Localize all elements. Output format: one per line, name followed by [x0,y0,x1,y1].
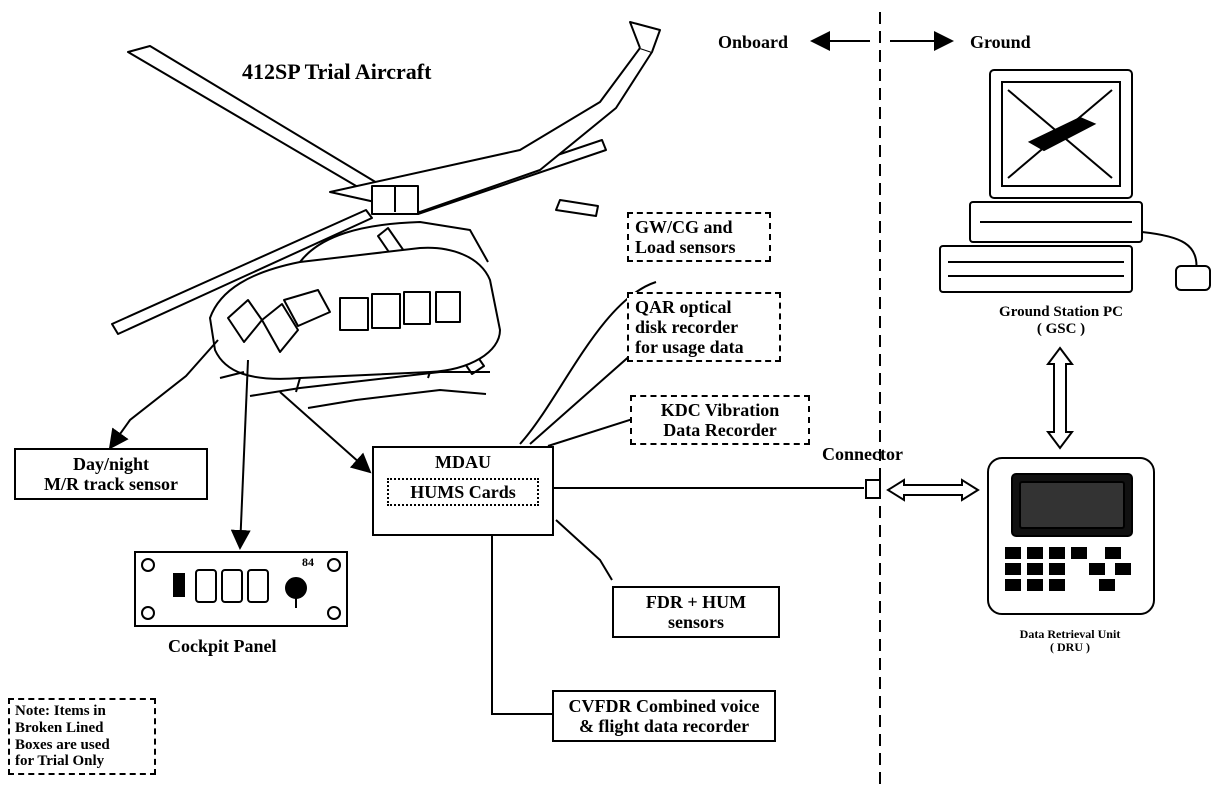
note-line-2: Broken Lined [15,719,104,736]
connector-dru-arrow [886,478,980,502]
gwcg-line-2: Load sensors [635,237,736,258]
gsc-line-2: ( GSC ) [1036,320,1086,337]
qar-recorder-box: QAR optical disk recorder for usage data [627,292,781,363]
mdau-label: MDAU [435,452,491,472]
cvfdr-line-1: CVFDR Combined voice [568,696,760,716]
kdc-line-2: Data Recorder [663,420,777,441]
fdr-line-2: sensors [667,612,724,633]
panel-code-label: 84 [302,555,314,569]
dru-line-1: Data Retrieval Unit [1019,627,1121,641]
kdc-line-1: KDC Vibration [660,400,780,420]
note-box: Note: Items in Broken Lined Boxes are us… [8,698,156,776]
fdr-hum-sensors-box: FDR + HUM sensors [612,586,780,639]
gsc-dru-arrow [1046,346,1074,450]
note-line-1: Note: Items in [15,703,106,719]
note-line-4: for Trial Only [15,753,105,770]
mdau-box: MDAU HUMS Cards [372,446,554,536]
dru-line-2: ( DRU ) [1050,640,1090,655]
qar-line-3: for usage data [635,337,744,358]
gsc-line-1: Ground Station PC [999,304,1123,320]
cockpit-panel-label: Cockpit Panel [168,636,277,656]
qar-line-1: QAR optical [635,297,732,317]
gwcg-load-sensors-box: GW/CG and Load sensors [627,212,771,263]
note-line-3: Boxes are used [15,736,110,753]
ground-station-pc-drawing [939,69,1211,293]
fdr-line-1: FDR + HUM [645,592,747,612]
gwcg-line-1: GW/CG and [635,217,733,237]
cvfdr-line-2: & flight data recorder [578,716,750,737]
onboard-label: Onboard [718,32,789,52]
ground-label: Ground [970,32,1031,52]
qar-line-2: disk recorder [635,317,739,338]
connector-label: Connector [822,444,903,464]
daynight-line-2: M/R track sensor [44,474,178,495]
diagram-title: 412SP Trial Aircraft [242,59,432,84]
cvfdr-box: CVFDR Combined voice & flight data recor… [552,690,776,743]
day-night-track-sensor-box: Day/night M/R track sensor [14,448,208,501]
dru-label: Data Retrieval Unit ( DRU ) [990,627,1150,655]
daynight-line-1: Day/night [72,454,150,474]
gsc-label: Ground Station PC ( GSC ) [976,304,1146,338]
hums-cards-box: HUMS Cards [387,478,539,507]
connector-plug [865,479,881,499]
kdc-vibration-recorder-box: KDC Vibration Data Recorder [630,395,810,446]
cockpit-panel-drawing [134,551,348,627]
helicopter-drawing [111,21,661,409]
data-retrieval-unit-drawing [987,457,1155,615]
